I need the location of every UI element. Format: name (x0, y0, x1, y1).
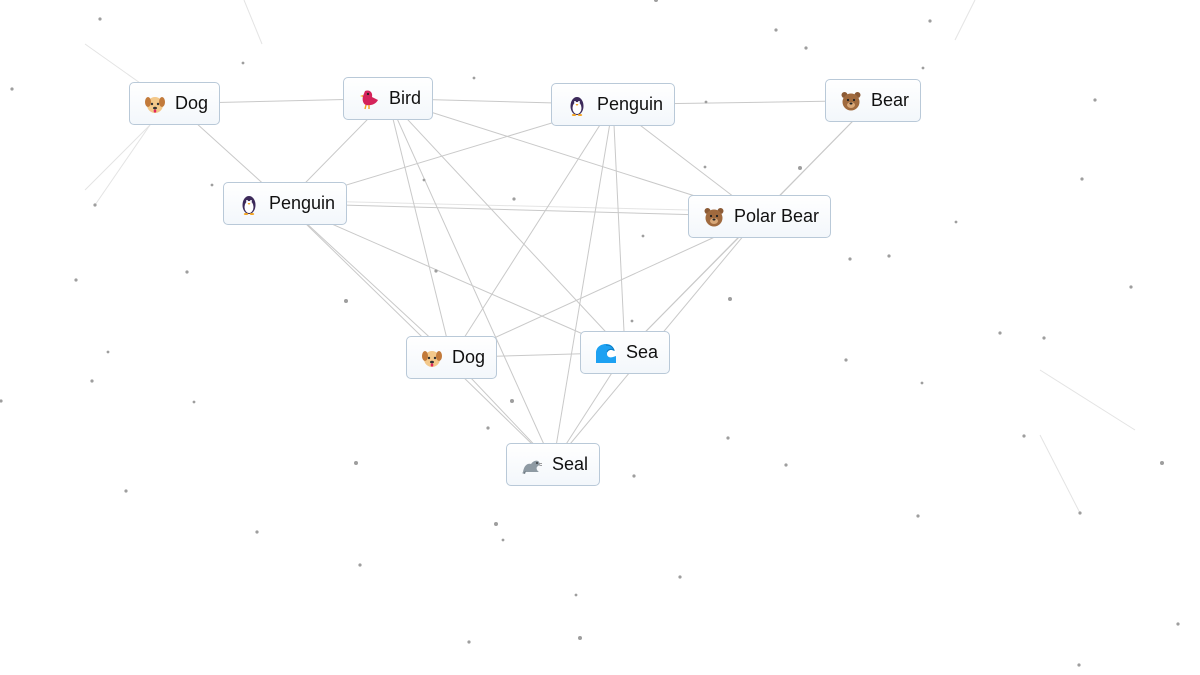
element-label: Bear (871, 90, 910, 110)
penguin-icon (565, 93, 589, 117)
element-tile-sea[interactable]: Sea (580, 331, 671, 374)
connection-line (451, 216, 760, 358)
connection-line (387, 98, 554, 465)
element-label: Polar Bear (734, 206, 820, 226)
element-tile-dog[interactable]: Dog (406, 336, 498, 379)
connection-line (552, 104, 614, 465)
connection-line (284, 203, 626, 353)
element-label: Sea (626, 342, 659, 362)
element-label: Penguin (269, 193, 336, 213)
connection-line (451, 104, 614, 358)
element-tile-seal[interactable]: Seal (506, 443, 601, 486)
connection-line (285, 203, 760, 217)
connection-line (284, 203, 452, 358)
element-tile-bear[interactable]: Bear (825, 79, 922, 122)
element-label: Penguin (597, 94, 664, 114)
element-label: Seal (552, 454, 589, 474)
seal-icon (520, 453, 544, 477)
background-dots (0, 0, 1180, 667)
connection-line (612, 104, 626, 353)
element-tile-penguin[interactable]: Penguin (551, 83, 676, 126)
connection-line (284, 203, 554, 465)
connection-line (387, 98, 453, 358)
element-tile-bird[interactable]: Bird (343, 77, 434, 120)
background-decoration-lines (84, 0, 1136, 514)
dog-face-icon (420, 346, 444, 370)
connection-lines (174, 98, 874, 465)
element-tile-penguin[interactable]: Penguin (223, 182, 348, 225)
element-label: Dog (175, 93, 209, 113)
connection-line (387, 98, 626, 353)
penguin-icon (237, 192, 261, 216)
element-tile-polar-bear[interactable]: Polar Bear (688, 195, 832, 238)
dog-face-icon (143, 92, 167, 116)
wave-icon (594, 341, 618, 365)
bird-icon (357, 87, 381, 111)
element-label: Dog (452, 347, 486, 367)
bear-face-icon (839, 89, 863, 113)
bear-face-icon (702, 205, 726, 229)
element-label: Bird (389, 88, 422, 108)
element-tile-dog[interactable]: Dog (129, 82, 221, 125)
